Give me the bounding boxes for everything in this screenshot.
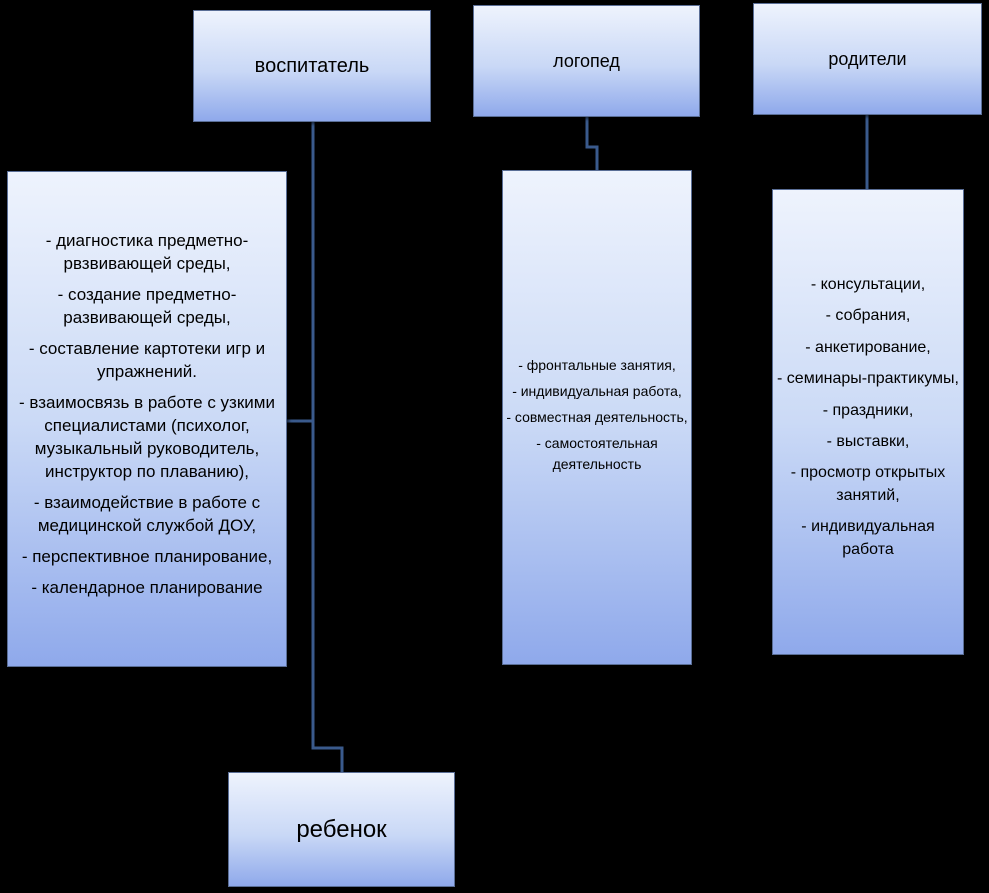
list-item: - индивидуальная работа xyxy=(801,518,935,558)
list-item: - самостоятельная деятельность xyxy=(536,435,658,472)
parents-box: родители xyxy=(753,3,982,115)
list-item: - собрания, xyxy=(825,307,911,325)
list-item: - создание предметно-развивающей среды, xyxy=(57,285,237,328)
child-box: ребенок xyxy=(228,772,455,887)
list-item: - выставки, xyxy=(826,433,910,450)
list-item: - фронтальные занятия, xyxy=(518,357,676,373)
connector-teacher-child xyxy=(311,122,344,772)
list-item: - анкетирование, xyxy=(805,338,931,356)
list-item: - взаимосвязь в работе с узкими специали… xyxy=(19,393,275,481)
list-item: - перспективное планирование, xyxy=(21,546,273,566)
list-item: - индивидуальная работа, xyxy=(512,383,682,399)
list-item: - диагностика предметно-рвзвивающей сред… xyxy=(45,231,249,274)
teacher-tasks-list: - диагностика предметно-рвзвивающей сред… xyxy=(7,171,287,667)
parents-label: родители xyxy=(828,48,907,69)
list-item: - взаимодействие в работе с медицинской … xyxy=(33,492,261,535)
list-item: - праздники, xyxy=(822,401,914,419)
speech-therapist-label: логопед xyxy=(553,50,620,71)
teacher-box: воспитатель xyxy=(193,10,431,122)
list-item: - консультации, xyxy=(810,276,926,294)
list-item: - семинары-практикумы, xyxy=(777,370,959,388)
connector-speech-list xyxy=(585,117,599,170)
teacher-label: воспитатель xyxy=(254,54,370,77)
list-item: - просмотр открытых занятий, xyxy=(790,464,946,504)
child-label: ребенок xyxy=(296,815,387,843)
speech-therapist-box: логопед xyxy=(473,5,700,117)
speech-therapist-tasks-list: - фронтальные занятия, - индивидуальная … xyxy=(502,170,692,665)
list-item: - календарное планирование xyxy=(31,577,263,597)
parents-tasks-list: - консультации, - собрания, - анкетирова… xyxy=(772,189,964,655)
list-item: - составление картотеки игр и упражнений… xyxy=(28,339,266,382)
list-item: - совместная деятельность, xyxy=(506,409,688,425)
